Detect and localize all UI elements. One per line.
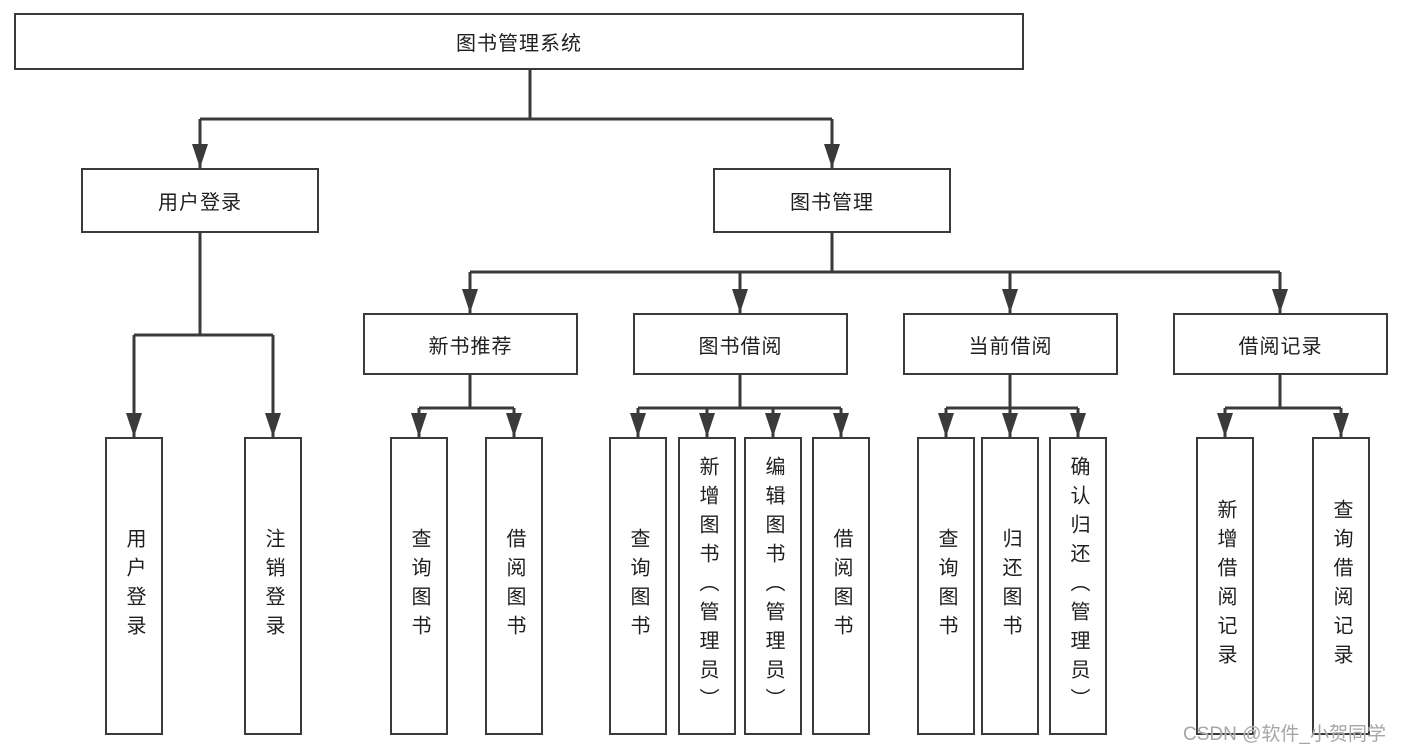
leaf-label: 查询图书 <box>408 528 430 644</box>
leaf-add-borrow-record: 新增借阅记录 <box>1196 437 1254 735</box>
leaf-add-books-admin: 新增图书（管理员） <box>678 437 736 735</box>
leaf-return-books: 归还图书 <box>981 437 1039 735</box>
leaf-borrow-books: 借阅图书 <box>812 437 870 735</box>
leaf-query-borrow-record: 查询借阅记录 <box>1312 437 1370 735</box>
leaf-user-login: 用户登录 <box>105 437 163 735</box>
leaf-borrow-books-recommend: 借阅图书 <box>485 437 543 735</box>
leaf-edit-books-admin: 编辑图书（管理员） <box>744 437 802 735</box>
node-borrow-records: 借阅记录 <box>1173 313 1388 375</box>
leaf-label: 用户登录 <box>123 528 145 644</box>
leaf-confirm-return-admin: 确认归还（管理员） <box>1049 437 1107 735</box>
tree-edges <box>132 69 1343 437</box>
leaf-label: 借阅图书 <box>830 528 852 644</box>
node-root-system: 图书管理系统 <box>14 13 1024 70</box>
csdn-watermark: CSDN @软件_小贺同学 <box>1183 724 1386 745</box>
leaf-label: 新增借阅记录 <box>1214 499 1236 673</box>
leaf-label: 查询借阅记录 <box>1330 499 1352 673</box>
leaf-query-books-current: 查询图书 <box>917 437 975 735</box>
node-user-login: 用户登录 <box>81 168 319 233</box>
node-current-borrowing: 当前借阅 <box>903 313 1118 375</box>
leaf-label: 注销登录 <box>262 528 284 644</box>
leaf-query-books-borrowing: 查询图书 <box>609 437 667 735</box>
node-book-borrowing: 图书借阅 <box>633 313 848 375</box>
node-book-management: 图书管理 <box>713 168 951 233</box>
leaf-label: 归还图书 <box>999 528 1021 644</box>
leaf-label: 确认归还（管理员） <box>1067 455 1089 717</box>
leaf-query-books-recommend: 查询图书 <box>390 437 448 735</box>
leaf-label: 新增图书（管理员） <box>696 455 718 717</box>
leaf-label: 借阅图书 <box>503 528 525 644</box>
leaf-label: 查询图书 <box>627 528 649 644</box>
node-new-book-recommend: 新书推荐 <box>363 313 578 375</box>
leaf-logout: 注销登录 <box>244 437 302 735</box>
leaf-label: 编辑图书（管理员） <box>762 455 784 717</box>
leaf-label: 查询图书 <box>935 528 957 644</box>
